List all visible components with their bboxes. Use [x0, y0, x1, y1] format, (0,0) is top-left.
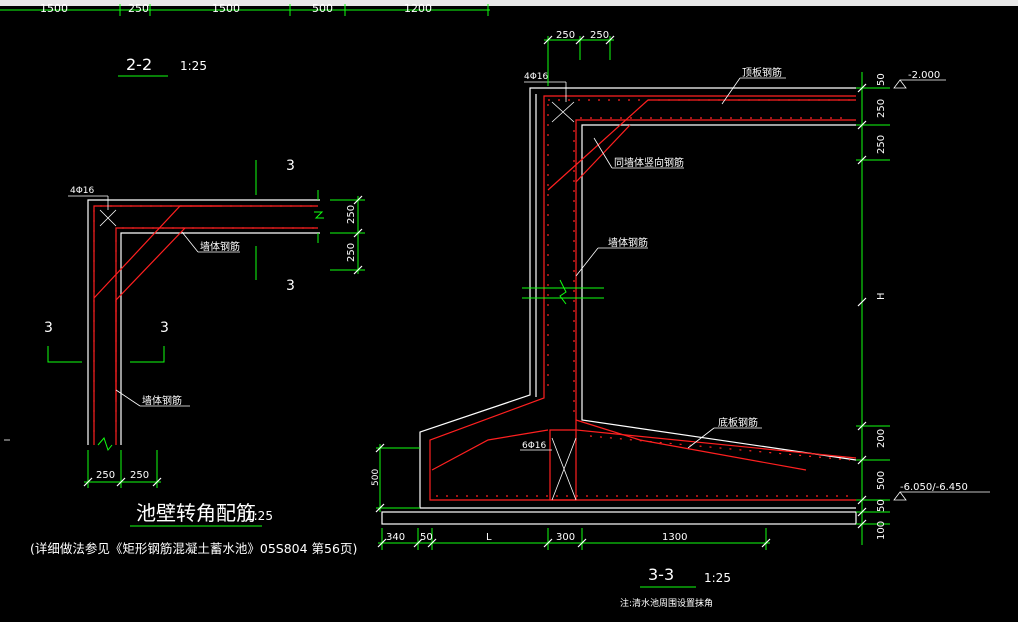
- cut-mark-a: 3: [286, 158, 295, 174]
- corner-dim-bottom-2: 250: [130, 470, 149, 481]
- corner-bar-label: 4Φ16: [70, 186, 95, 196]
- section-2-2-title: 2-2 1:25: [118, 55, 207, 77]
- corner-dim-right-1: 250: [346, 205, 357, 224]
- bottom-dim-1: 340: [386, 532, 405, 543]
- corner-rebar-label-1: 墙体钢筋: [200, 240, 240, 253]
- elevation-bottom: -6.050/-6.450: [900, 482, 968, 493]
- bottom-dim-4: 300: [556, 532, 575, 543]
- top-dim-5: 1200: [404, 2, 432, 15]
- label-floor-rebar: 底板钢筋: [718, 416, 758, 429]
- top-dim-2: 250: [128, 2, 149, 15]
- right-dim-4: H: [876, 292, 887, 300]
- section-2-2-label: 2-2: [126, 55, 152, 74]
- label-same-wall-rebar: 同墙体竖向钢筋: [614, 156, 684, 169]
- section-top-dim-1: 250: [556, 30, 575, 41]
- corner-note: (详细做法参见《矩形钢筋混凝土蓄水池》05S804 第56页): [30, 541, 357, 556]
- cut-mark-c: 3: [44, 320, 53, 336]
- top-dim-1: 1500: [40, 2, 68, 15]
- top-dimension-strip: 1500 250 1500 500 1200: [0, 2, 490, 16]
- label-bar-small: 6Φ16: [522, 441, 547, 451]
- section-note: 注:清水池周围设置抹角: [620, 597, 713, 609]
- label-top-slab-rebar: 顶板钢筋: [742, 66, 782, 79]
- right-dim-8: 100: [876, 521, 887, 540]
- bottom-dim-3: L: [486, 532, 492, 543]
- corner-title: 池壁转角配筋: [136, 501, 256, 525]
- section-top-dim-2: 250: [590, 30, 609, 41]
- label-wall-rebar: 墙体钢筋: [608, 236, 648, 249]
- right-dim-7: 50: [876, 499, 887, 512]
- right-dim-5: 200: [876, 429, 887, 448]
- right-dim-3: 250: [876, 135, 887, 154]
- bottom-dim-2: 50: [420, 532, 433, 543]
- top-dim-3: 1500: [212, 2, 240, 15]
- section-bar-label: 4Φ16: [524, 72, 549, 82]
- section-3-3-detail[interactable]: 4Φ16 顶板钢筋 同墙体竖向钢筋 墙体钢筋 底板钢筋 6Φ16 250 250: [371, 30, 990, 609]
- top-strip: [0, 0, 1018, 6]
- cut-mark-d: 3: [160, 320, 169, 336]
- right-dim-6: 500: [876, 471, 887, 490]
- corner-rebar-label-2: 墙体钢筋: [142, 394, 182, 407]
- section-3-3-scale: 1:25: [704, 571, 731, 585]
- bottom-dim-5: 1300: [662, 532, 687, 543]
- left-dim-500: 500: [371, 469, 381, 486]
- elevation-top: -2.000: [908, 70, 940, 81]
- corner-dim-right-2: 250: [346, 243, 357, 262]
- top-dim-4: 500: [312, 2, 333, 15]
- section-3-3-label: 3-3: [648, 565, 674, 584]
- corner-dim-bottom-1: 250: [96, 470, 115, 481]
- right-dim-2: 250: [876, 99, 887, 118]
- cut-mark-b: 3: [286, 278, 295, 294]
- right-dim-1: 50: [876, 73, 887, 86]
- corner-detail[interactable]: 4Φ16 墙体钢筋 墙体钢筋 3 3 3 3 250 250 250 250: [30, 158, 365, 556]
- corner-scale: 1:25: [246, 509, 273, 523]
- section-2-2-scale: 1:25: [180, 59, 207, 73]
